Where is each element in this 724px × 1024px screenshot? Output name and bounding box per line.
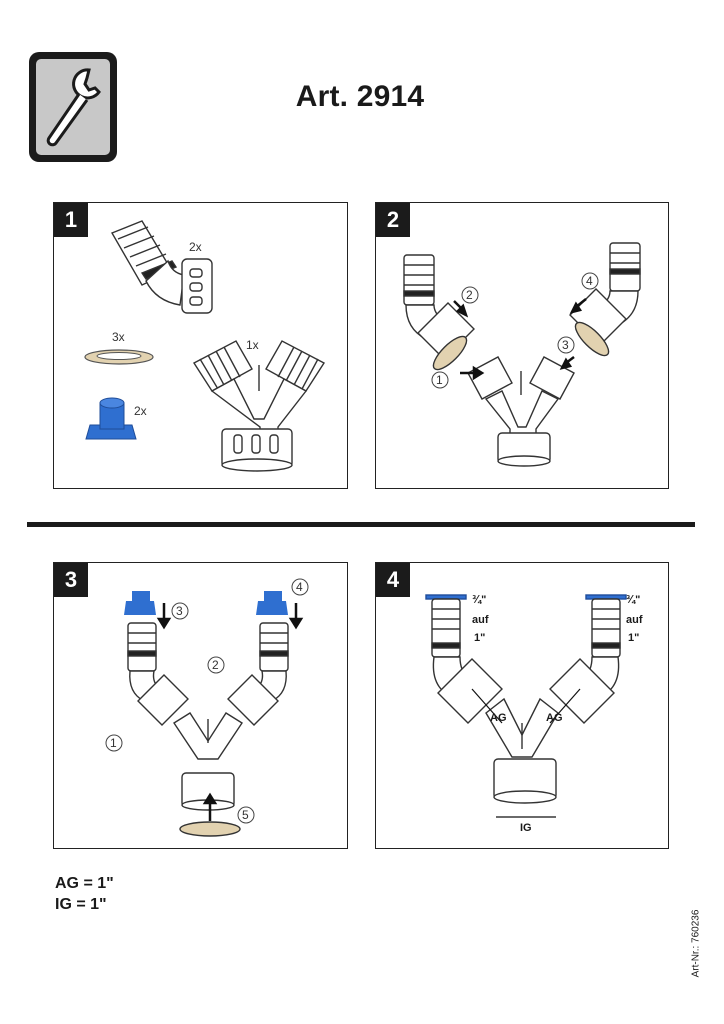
legend-ig: IG = 1" <box>55 896 107 913</box>
thread-label: ¾" <box>472 594 486 606</box>
step-panel-1: 1 2x 3x 2x <box>53 202 348 489</box>
svg-text:1: 1 <box>436 373 443 387</box>
dimension-lines <box>471 688 581 818</box>
thread-label: ¾" <box>626 594 640 606</box>
inch-label: 1" <box>474 632 485 644</box>
step-badges: 1 2 3 4 <box>431 272 599 389</box>
svg-text:4: 4 <box>296 580 303 594</box>
step-panel-2: 2 <box>375 202 669 489</box>
seal-illustration <box>84 349 154 365</box>
hose-adapter-illustration <box>110 220 213 314</box>
ag-label: AG <box>546 712 563 724</box>
step-panel-3: 3 1 2 <box>53 562 348 849</box>
svg-text:3: 3 <box>562 338 569 352</box>
step-number: 2 <box>376 203 410 237</box>
svg-text:4: 4 <box>586 274 593 288</box>
inch-label: 1" <box>628 632 639 644</box>
adapter-qty: 2x <box>189 240 202 254</box>
article-number: Art-Nr.: 760236 <box>690 909 702 978</box>
step-number: 1 <box>54 203 88 237</box>
auf-label: auf <box>472 614 489 626</box>
auf-label: auf <box>626 614 643 626</box>
arrow-icon <box>156 603 304 821</box>
wrench-icon <box>27 50 119 164</box>
assembly-illustration <box>425 594 627 804</box>
y-connector-illustration <box>192 340 326 472</box>
yconnector-qty: 1x <box>246 338 259 352</box>
page-title: Art. 2914 <box>295 80 425 113</box>
svg-text:2: 2 <box>212 658 219 672</box>
step-number: 3 <box>54 563 88 597</box>
arrow-icon <box>453 298 587 381</box>
assembly-illustration <box>127 622 289 837</box>
cap-illustration <box>85 397 137 440</box>
assembly-illustration <box>403 242 641 467</box>
svg-text:2: 2 <box>466 288 473 302</box>
step-panel-4: 4 ¾" auf 1" ¾" auf 1" A <box>375 562 669 849</box>
svg-text:3: 3 <box>176 604 183 618</box>
svg-text:5: 5 <box>242 808 249 822</box>
step-badges: 1 2 3 4 5 <box>105 578 309 824</box>
svg-text:1: 1 <box>110 736 117 750</box>
legend-ag: AG = 1" <box>55 875 114 892</box>
ig-label: IG <box>520 822 532 834</box>
section-divider <box>27 522 695 527</box>
seal-qty: 3x <box>112 330 125 344</box>
ag-label: AG <box>490 712 507 724</box>
cap-qty: 2x <box>134 404 147 418</box>
cap-illustration <box>124 591 288 615</box>
legend: AG = 1" IG = 1" <box>55 873 114 915</box>
step-number: 4 <box>376 563 410 597</box>
